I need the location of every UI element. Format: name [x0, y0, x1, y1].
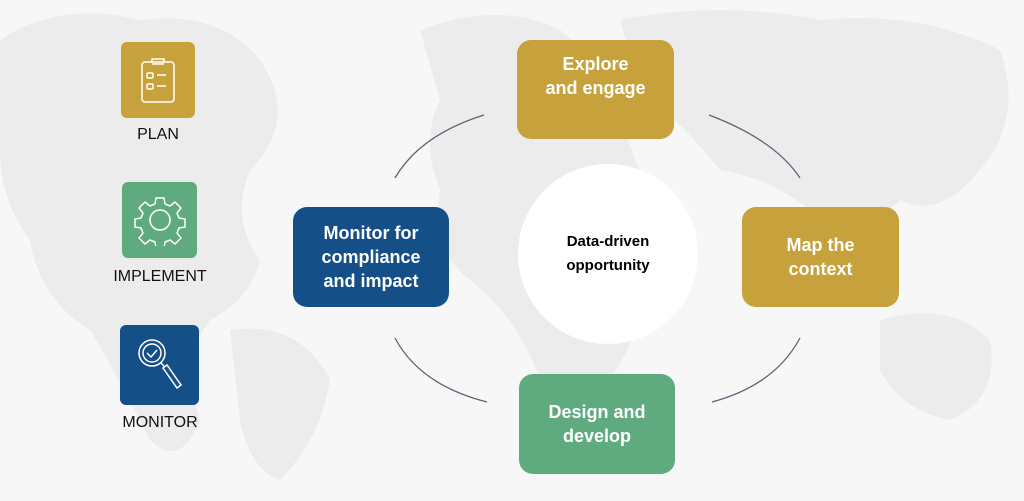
- step-text: develop: [562, 426, 631, 446]
- step-map-the-context: Map the context: [742, 207, 899, 307]
- clipboard-icon: [141, 58, 175, 103]
- step-explore-and-engage: Explore and engage: [517, 40, 674, 139]
- center-circle: Data-driven opportunity: [518, 164, 698, 344]
- step-text: Map the: [786, 235, 855, 255]
- step-text: and impact: [323, 271, 419, 291]
- legend-label-plan: PLAN: [137, 126, 179, 143]
- step-text: Explore: [562, 53, 629, 74]
- step-text: and engage: [545, 77, 646, 98]
- step-text: Monitor for: [323, 223, 419, 243]
- arc-top-right: [708, 114, 801, 179]
- center-line-2: opportunity: [566, 257, 650, 274]
- legend-label-implement: IMPLEMENT: [113, 268, 207, 285]
- monitor-icon-tile: [120, 325, 199, 405]
- gear-icon: [133, 197, 186, 246]
- legend-label-monitor: MONITOR: [122, 414, 198, 431]
- arc-bottom-right: [711, 337, 801, 403]
- step-text: context: [788, 259, 853, 279]
- magnifier-check-icon: [137, 339, 182, 390]
- center-line-1: Data-driven: [566, 233, 650, 250]
- cycle-arcs: [394, 114, 801, 403]
- implement-icon-tile: [122, 182, 197, 258]
- plan-icon-tile: [121, 42, 195, 118]
- step-design-and-develop: Design and develop: [519, 374, 675, 474]
- arc-bottom-left: [394, 337, 488, 403]
- step-monitor-for-compliance: Monitor for compliance and impact: [293, 207, 449, 307]
- step-text: Design and: [548, 402, 646, 422]
- arc-top-left: [394, 114, 485, 179]
- step-text: compliance: [321, 247, 421, 267]
